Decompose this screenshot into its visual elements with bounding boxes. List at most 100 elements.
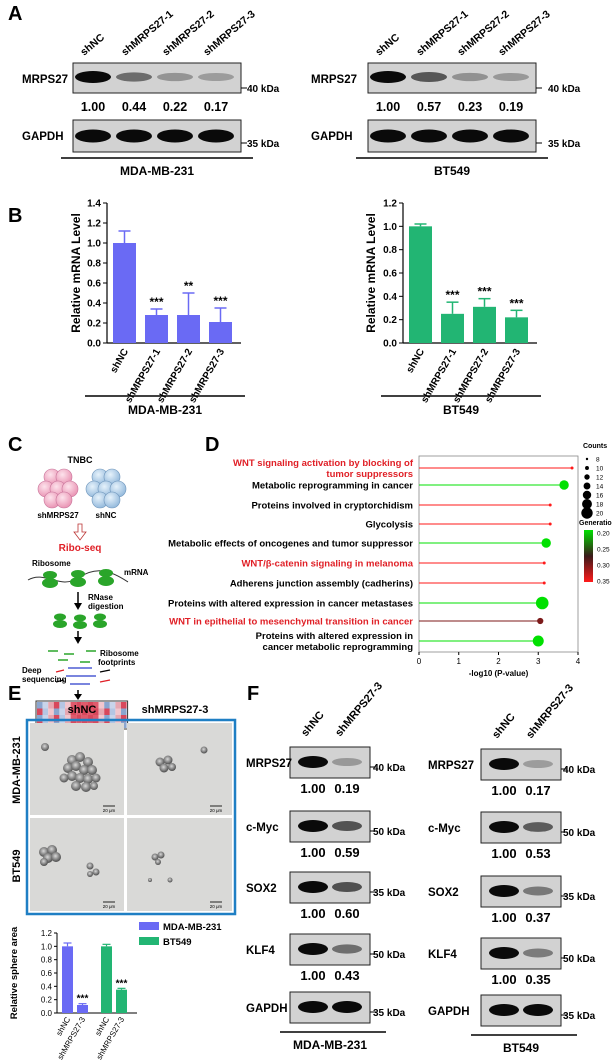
pathway-label: Proteins with altered expression in canc… bbox=[168, 599, 413, 610]
blot-band bbox=[489, 821, 519, 833]
pathway-label: Proteins with altered expression in bbox=[256, 631, 414, 642]
heatmap-cell bbox=[98, 715, 105, 722]
heatmap-cell bbox=[104, 702, 110, 709]
kda-label: 40 kDa bbox=[548, 84, 581, 95]
heatmap-cell bbox=[70, 708, 77, 715]
blot-band bbox=[523, 1004, 553, 1016]
pathway-label: WNT signaling activation by blocking of bbox=[233, 458, 414, 469]
heatmap-cell bbox=[93, 708, 99, 715]
kda-label: 50 kDa bbox=[373, 827, 406, 838]
heatmap-cell bbox=[115, 702, 121, 709]
y-tick-label: 0.2 bbox=[87, 319, 101, 330]
color-legend-label: 0.30 bbox=[597, 563, 610, 570]
e-col-header-shmrps27-3: shMRPS27-3 bbox=[142, 704, 209, 716]
size-legend-title: Counts bbox=[583, 443, 607, 450]
lane-label: shNC bbox=[490, 711, 518, 741]
band-value: 1.00 bbox=[300, 968, 325, 983]
x-tick-label: 1 bbox=[457, 657, 462, 666]
panel-label-E: E bbox=[8, 683, 21, 705]
band-value: 0.17 bbox=[204, 100, 228, 114]
color-legend-label: 0.20 bbox=[597, 531, 610, 538]
heatmap-cell bbox=[87, 715, 93, 722]
heatmap-cell bbox=[42, 708, 49, 715]
blot-band bbox=[298, 943, 328, 955]
band-value: 0.60 bbox=[334, 906, 359, 921]
y-tick-label: 0.4 bbox=[41, 982, 53, 991]
micrograph-mda-shmrps27: 20 μm bbox=[127, 723, 232, 815]
size-legend-label: 12 bbox=[596, 475, 604, 482]
color-legend-label: 0.35 bbox=[597, 579, 610, 586]
pathway-label: Metabolic effects of oncogenes and tumor… bbox=[168, 539, 413, 550]
mrna-label: mRNA bbox=[124, 568, 149, 577]
heatmap-cell bbox=[81, 708, 88, 715]
sequencing-reads bbox=[55, 667, 111, 685]
band-value: 1.00 bbox=[491, 972, 516, 987]
pathway-label: WNT in epithelial to mesenchymal transit… bbox=[169, 617, 413, 628]
x-tick-label: 2 bbox=[496, 657, 501, 666]
blot-band bbox=[523, 759, 553, 769]
cell-line-label: MDA-MB-231 bbox=[120, 164, 194, 178]
band-value: 0.44 bbox=[122, 100, 146, 114]
e-col-header-shnc: shNC bbox=[68, 704, 97, 716]
y-tick-label: 1.4 bbox=[87, 199, 101, 210]
band-value: 0.35 bbox=[525, 972, 550, 987]
heatmap-cell bbox=[81, 715, 88, 722]
band-value: 1.00 bbox=[491, 846, 516, 861]
lollipop-dot bbox=[548, 522, 552, 526]
pathway-label: cancer metabolic reprogramming bbox=[263, 642, 414, 653]
band-value: 1.00 bbox=[491, 910, 516, 925]
legend-swatch bbox=[139, 937, 159, 945]
sequencing-label: sequencing bbox=[22, 675, 67, 684]
pathway-label: Proteins involved in cryptorchidism bbox=[251, 501, 413, 512]
digestion-label: digestion bbox=[88, 602, 124, 611]
lane-label: shNC bbox=[299, 709, 327, 739]
blot-band bbox=[452, 129, 488, 143]
down-arrow-icon bbox=[73, 523, 87, 541]
heatmap-cell bbox=[121, 715, 127, 722]
blot-band bbox=[332, 820, 362, 832]
cell-line-label: BT549 bbox=[434, 164, 470, 178]
band-value: 0.57 bbox=[417, 100, 441, 114]
lane-label: shMRPS27-3 bbox=[333, 680, 385, 739]
bar bbox=[177, 315, 200, 343]
panel-label-B: B bbox=[8, 205, 22, 227]
bar bbox=[77, 1005, 88, 1013]
heatmap-cell bbox=[53, 708, 60, 715]
blot-band bbox=[452, 72, 488, 82]
blot-label: GAPDH bbox=[246, 1003, 288, 1015]
x-tick-label: 0 bbox=[417, 657, 422, 666]
lane-label: shNC bbox=[373, 31, 402, 58]
color-legend-title: Generatio bbox=[579, 520, 612, 527]
tnbc-cells-left bbox=[37, 468, 79, 509]
blot-band bbox=[493, 72, 529, 82]
heatmap-cell bbox=[98, 708, 105, 715]
shmrps27-cell-label: shMRPS27 bbox=[37, 511, 79, 520]
size-legend-label: 14 bbox=[596, 484, 604, 491]
riboseq-label: Ribo-seq bbox=[59, 543, 102, 554]
blot-band bbox=[523, 886, 553, 896]
heatmap-cell bbox=[104, 715, 110, 722]
blot-band bbox=[370, 71, 406, 83]
kda-label: 40 kDa bbox=[563, 765, 596, 776]
kda-label: 35 kDa bbox=[563, 892, 596, 903]
color-legend-bar bbox=[584, 530, 593, 582]
lollipop-dot bbox=[548, 503, 552, 507]
blot-band bbox=[411, 129, 447, 143]
micrograph-frame bbox=[25, 718, 237, 916]
blot-band bbox=[198, 72, 234, 82]
y-axis-label: Relative sphere area bbox=[9, 926, 20, 1019]
kda-label: 50 kDa bbox=[373, 950, 406, 961]
y-tick-label: 1.2 bbox=[383, 199, 397, 210]
panel-label-A: A bbox=[8, 3, 22, 25]
band-value: 1.00 bbox=[300, 781, 325, 796]
x-axis-label: -log10 (P-value) bbox=[469, 669, 529, 678]
color-legend-label: 0.25 bbox=[597, 547, 610, 554]
bar bbox=[101, 946, 112, 1013]
blot-label: SOX2 bbox=[246, 883, 277, 895]
pathway-label: Metabolic reprogramming in cancer bbox=[252, 481, 413, 492]
